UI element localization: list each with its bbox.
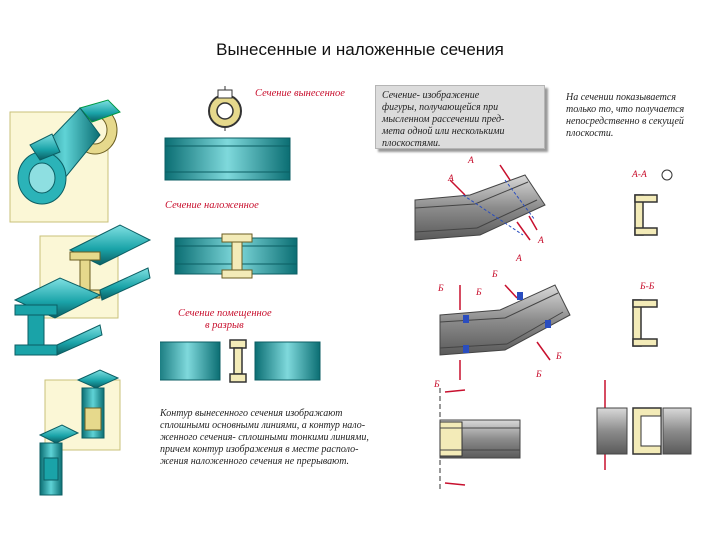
definition-line: Сечение- изображение (382, 90, 480, 101)
bottom-bar (439, 380, 692, 490)
definition-line: мысленном рассечении пред- (382, 114, 505, 125)
marker-a: А (516, 254, 522, 264)
marker-b: Б (476, 288, 482, 298)
middle-drawings (160, 86, 321, 383)
pipe-part (9, 99, 121, 223)
definition-line: плоскостями. (382, 138, 441, 149)
info-line: На сечении показывается (566, 92, 676, 103)
marker-a: А (448, 174, 454, 184)
parts-illustrations (9, 99, 152, 496)
info-line: непосредственно в секущей (566, 116, 684, 127)
marker-section-a-a: А-А (632, 170, 647, 180)
contour-line: женного сечения- сплошными тонкими линия… (160, 432, 369, 443)
definition-line: фигуры, получающейся при (382, 102, 499, 113)
removed-section-bar (164, 137, 291, 181)
definition-line: мета одной или несколькими (382, 126, 505, 137)
marker-b: Б (492, 270, 498, 280)
label-in-break-line1: Сечение помещенное (178, 308, 272, 319)
column-part (38, 369, 121, 496)
contour-line: Контур вынесенного сечения изображают (160, 408, 343, 419)
contour-line: жения наложенного сечения не прерывают. (160, 456, 350, 467)
label-superimposed-section: Сечение наложенное (165, 200, 259, 211)
label-removed-section: Сечение вынесенное (255, 88, 345, 99)
marker-b: Б (556, 352, 562, 362)
contour-line: причем контур изображения в месте распол… (160, 444, 359, 455)
definition-box: Сечение- изображение фигуры, получающейс… (375, 85, 545, 149)
marker-b: Б (536, 370, 542, 380)
info-line: только то, что получается (566, 104, 685, 115)
slide-title: Вынесенные и наложенные сечения (216, 40, 504, 59)
label-in-break-line2: в разрыв (205, 320, 244, 331)
contour-line: сплошными основными линиями, а контур на… (160, 420, 366, 431)
contour-note: Контур вынесенного сечения изображают сп… (160, 408, 405, 468)
bent-bar-a (414, 164, 546, 241)
marker-b: Б (438, 284, 444, 294)
marker-b: Б (434, 380, 440, 390)
removed-section-ring (208, 86, 242, 131)
in-break-section-bar (160, 339, 321, 383)
section-a-a-shape (634, 169, 673, 236)
info-line: плоскости. (566, 128, 614, 139)
superimposed-section-bar (174, 233, 298, 279)
marker-a: А (468, 156, 474, 166)
marker-a: А (538, 236, 544, 246)
section-b-b-shape (632, 299, 658, 347)
i-beam-part (13, 224, 152, 356)
bent-bar-b (439, 284, 571, 380)
info-text: На сечении показывается только то, что п… (566, 92, 716, 140)
marker-section-b-b: Б-Б (640, 282, 655, 292)
bent-bar-drawings (414, 164, 692, 490)
